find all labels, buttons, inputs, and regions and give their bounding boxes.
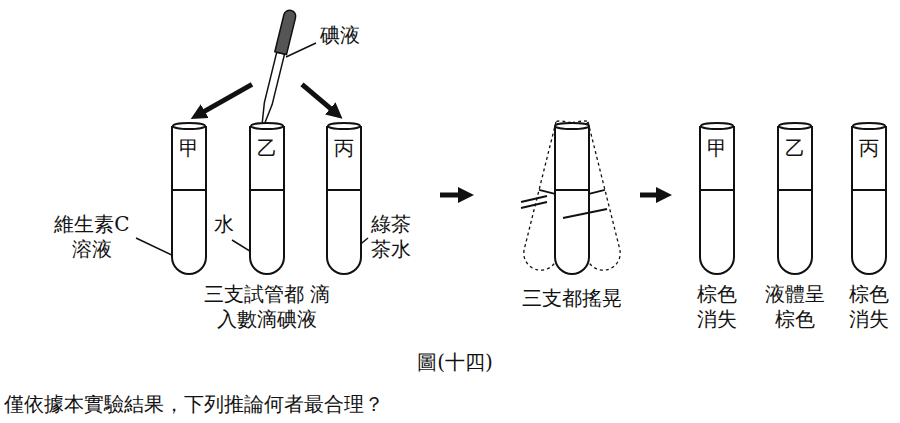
shaking-tube — [520, 119, 624, 274]
annotation: 三支試管都 滴入數滴碘液 — [202, 282, 332, 332]
annotation: 綠茶 茶水 — [368, 212, 414, 262]
dropper-outline — [252, 5, 302, 133]
drip-arrow — [302, 84, 333, 111]
drip-arrow — [201, 84, 252, 113]
tube-label: 甲 — [172, 136, 206, 161]
annotation: 液體呈 棕色 — [763, 282, 827, 332]
annotation: 三支都搖晃 — [512, 286, 632, 311]
test-tube: 丙 — [327, 122, 361, 277]
tube-label: 乙 — [778, 136, 812, 161]
process-arrow — [640, 193, 660, 198]
tube-label: 丙 — [327, 136, 361, 161]
reagent-label: 碘液 — [320, 23, 360, 48]
figure-caption: 圖(十四) — [395, 350, 515, 375]
process-arrow — [440, 193, 462, 198]
test-tube: 乙 — [250, 122, 284, 277]
question-text: 僅依據本實驗結果，下列推論何者最合理？ — [4, 392, 624, 417]
test-tube: 甲 — [172, 122, 206, 277]
annotation: 棕色 消失 — [847, 282, 891, 332]
tube-label: 甲 — [700, 136, 734, 161]
test-tube: 甲 — [700, 122, 734, 277]
iodine-dropper: 碘液 — [252, 5, 302, 133]
tube-label: 丙 — [852, 136, 886, 161]
annotation: 維生素C 溶液 — [50, 212, 134, 262]
leader-line — [286, 43, 316, 57]
test-tube: 丙 — [852, 122, 886, 277]
annotation: 水 — [212, 212, 236, 237]
annotation: 棕色 消失 — [695, 282, 739, 332]
tube-label: 乙 — [250, 136, 284, 161]
test-tube: 乙 — [778, 122, 812, 277]
